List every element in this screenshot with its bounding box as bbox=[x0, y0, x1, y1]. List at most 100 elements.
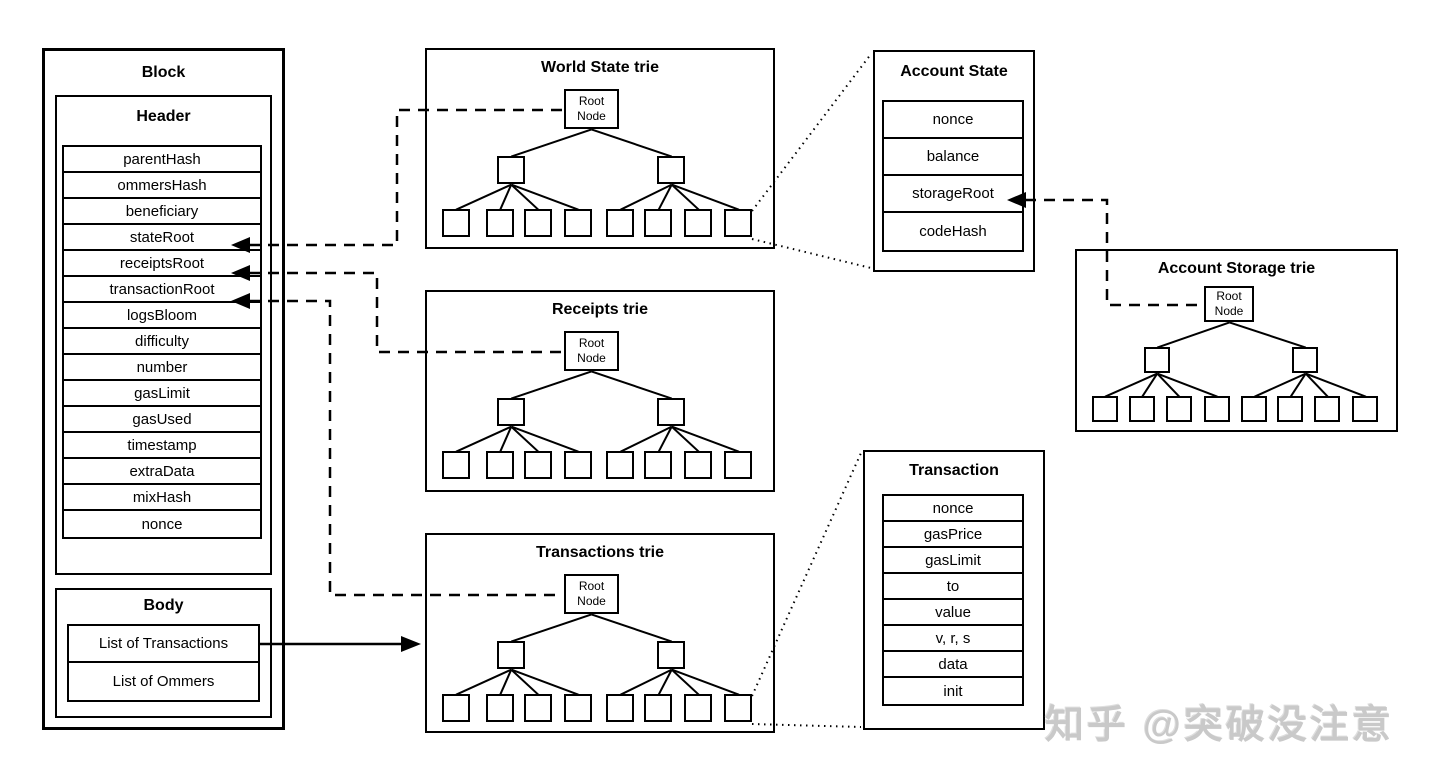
receipts-leaf-node bbox=[724, 451, 752, 479]
account-storage-leaf-node bbox=[1129, 396, 1155, 422]
account-storage-root-node: Root Node bbox=[1204, 286, 1254, 322]
field-init: init bbox=[884, 678, 1022, 704]
world-state-branch-node bbox=[657, 156, 685, 184]
transaction-box: Transaction nonce gasPrice gasLimit to v… bbox=[863, 450, 1045, 730]
watermark: 知乎 @突破没注意 bbox=[1045, 704, 1394, 747]
receipts-leaf-node bbox=[442, 451, 470, 479]
field-difficulty: difficulty bbox=[64, 329, 260, 355]
world-state-trie-title: World State trie bbox=[541, 59, 659, 76]
world-state-leaf-node bbox=[606, 209, 634, 237]
receipts-root-node: Root Node bbox=[564, 331, 619, 371]
transactions-trie-title: Transactions trie bbox=[535, 544, 665, 561]
field-storage-root: storageRoot bbox=[884, 176, 1022, 213]
world-state-leaf-node bbox=[486, 209, 514, 237]
account-storage-trie-box: Account Storage trie Root Node bbox=[1075, 249, 1398, 432]
list-of-transactions-arrowhead bbox=[401, 636, 421, 652]
body-fields: List of Transactions List of Ommers bbox=[67, 624, 260, 702]
field-data: data bbox=[884, 652, 1022, 678]
field-list-of-ommers: List of Ommers bbox=[69, 663, 258, 700]
field-v-r-s: v, r, s bbox=[884, 626, 1022, 652]
field-beneficiary: beneficiary bbox=[64, 199, 260, 225]
receipts-leaf-node bbox=[684, 451, 712, 479]
account-storage-leaf-node bbox=[1241, 396, 1267, 422]
field-transaction-root: transactionRoot bbox=[64, 277, 260, 303]
receipts-leaf-node bbox=[606, 451, 634, 479]
account-storage-leaf-node bbox=[1277, 396, 1303, 422]
transactions-root-node: Root Node bbox=[564, 574, 619, 614]
account-storage-leaf-node bbox=[1314, 396, 1340, 422]
block-title: Block bbox=[141, 64, 186, 81]
transactions-leaf-node bbox=[606, 694, 634, 722]
receipts-leaf-node bbox=[644, 451, 672, 479]
field-value: value bbox=[884, 600, 1022, 626]
header-fields: parentHash ommersHash beneficiary stateR… bbox=[62, 145, 262, 539]
field-mix-hash: mixHash bbox=[64, 485, 260, 511]
tree-edges bbox=[455, 370, 740, 453]
field-gas-limit: gasLimit bbox=[884, 548, 1022, 574]
world-state-leaf-node bbox=[644, 209, 672, 237]
field-state-root: stateRoot bbox=[64, 225, 260, 251]
field-nonce: nonce bbox=[64, 511, 260, 537]
header-title: Header bbox=[136, 108, 191, 125]
tree-edges bbox=[455, 613, 740, 696]
field-list-of-transactions: List of Transactions bbox=[69, 626, 258, 663]
field-extra-data: extraData bbox=[64, 459, 260, 485]
field-ommers-hash: ommersHash bbox=[64, 173, 260, 199]
world-state-root-node: Root Node bbox=[564, 89, 619, 129]
transactions-branch-node bbox=[657, 641, 685, 669]
receipts-branch-node bbox=[497, 398, 525, 426]
transactions-branch-node bbox=[497, 641, 525, 669]
receipts-branch-node bbox=[657, 398, 685, 426]
header-box: Header parentHash ommersHash beneficiary… bbox=[55, 95, 272, 575]
transactions-leaf-node bbox=[486, 694, 514, 722]
account-storage-leaf-node bbox=[1166, 396, 1192, 422]
field-number: number bbox=[64, 355, 260, 381]
world-state-leaf-node bbox=[724, 209, 752, 237]
receipts-leaf-node bbox=[564, 451, 592, 479]
field-gas-used: gasUsed bbox=[64, 407, 260, 433]
tree-edges bbox=[455, 128, 740, 211]
receipts-trie-box: Receipts trie Root Node bbox=[425, 290, 775, 492]
field-receipts-root: receiptsRoot bbox=[64, 251, 260, 277]
account-storage-leaf-node bbox=[1204, 396, 1230, 422]
account-state-box: Account State nonce balance storageRoot … bbox=[873, 50, 1035, 272]
transactions-leaf-node bbox=[644, 694, 672, 722]
block-box: Block Header parentHash ommersHash benef… bbox=[42, 48, 285, 730]
field-nonce: nonce bbox=[884, 102, 1022, 139]
field-timestamp: timestamp bbox=[64, 433, 260, 459]
account-storage-leaf-node bbox=[1092, 396, 1118, 422]
world-state-leaf-node bbox=[442, 209, 470, 237]
account-storage-branch-node bbox=[1144, 347, 1170, 373]
field-parent-hash: parentHash bbox=[64, 147, 260, 173]
field-logs-bloom: logsBloom bbox=[64, 303, 260, 329]
transaction-title: Transaction bbox=[909, 462, 999, 479]
field-code-hash: codeHash bbox=[884, 213, 1022, 250]
transaction-fields: nonce gasPrice gasLimit to value v, r, s… bbox=[882, 494, 1024, 706]
receipts-trie-title: Receipts trie bbox=[551, 301, 649, 318]
account-storage-trie-title: Account Storage trie bbox=[1157, 260, 1316, 277]
receipts-leaf-node bbox=[486, 451, 514, 479]
account-state-title: Account State bbox=[900, 63, 1008, 80]
transactions-trie-box: Transactions trie Root Node bbox=[425, 533, 775, 733]
account-storage-leaf-node bbox=[1352, 396, 1378, 422]
world-state-leaf-node bbox=[524, 209, 552, 237]
account-storage-branch-node bbox=[1292, 347, 1318, 373]
transactions-leaf-node bbox=[442, 694, 470, 722]
field-to: to bbox=[884, 574, 1022, 600]
world-state-leaf-node bbox=[564, 209, 592, 237]
body-box: Body List of Transactions List of Ommers bbox=[55, 588, 272, 718]
field-nonce: nonce bbox=[884, 496, 1022, 522]
field-gas-limit: gasLimit bbox=[64, 381, 260, 407]
transactions-leaf-node bbox=[724, 694, 752, 722]
transactions-leaf-node bbox=[564, 694, 592, 722]
world-state-branch-node bbox=[497, 156, 525, 184]
account-state-fields: nonce balance storageRoot codeHash bbox=[882, 100, 1024, 252]
body-title: Body bbox=[143, 597, 184, 614]
world-state-leaf-node bbox=[684, 209, 712, 237]
field-balance: balance bbox=[884, 139, 1022, 176]
transactions-leaf-node bbox=[684, 694, 712, 722]
world-state-trie-box: World State trie Root Node bbox=[425, 48, 775, 249]
receipts-leaf-node bbox=[524, 451, 552, 479]
field-gas-price: gasPrice bbox=[884, 522, 1022, 548]
